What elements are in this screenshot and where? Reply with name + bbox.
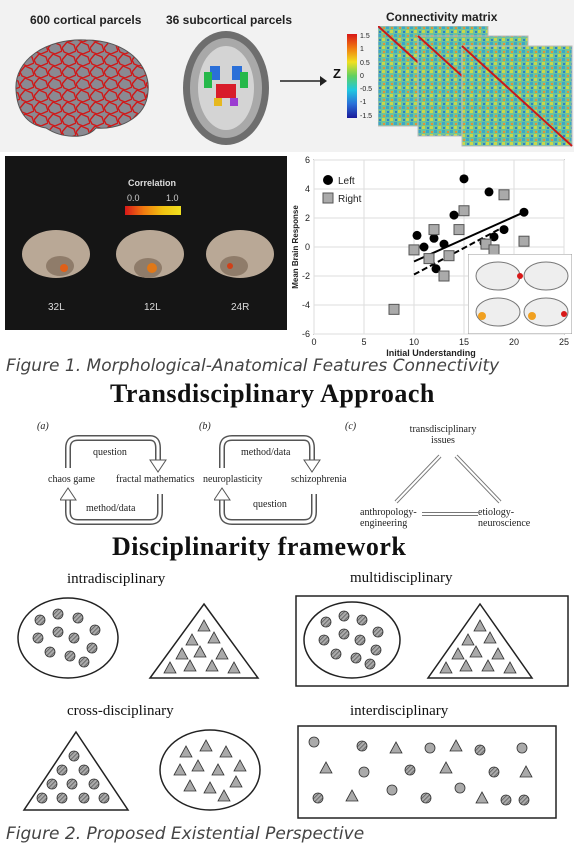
legend-right-marker [322,192,334,204]
y-axis-label: Mean Brain Response [291,205,300,289]
left-point [431,264,441,274]
y-tick-label: 2 [305,213,310,223]
brain-label-32l: 32L [48,302,65,313]
right-point [423,253,435,265]
y-tick-label: 4 [305,184,310,194]
x-tick-label: 10 [409,337,419,347]
left-point [499,225,509,235]
legend-left-marker [323,175,333,185]
right-point [480,238,492,250]
x-tick-label: 20 [509,337,519,347]
correlation-colorbar [125,206,181,215]
right-point [443,250,455,262]
x-tick-label: 0 [311,337,316,347]
approach-heading: Transdisciplinary Approach [110,379,435,408]
multi-title: multidisciplinary [350,570,453,586]
cycle-a-right: fractal mathematics [116,474,195,485]
arrow-right-icon [280,76,327,86]
subcortical-brain-image [183,31,269,145]
disciplinarity-diagram [17,595,569,819]
y-tick-label: 0 [305,242,310,252]
figure1-caption: Figure 1. Morphological-Anatomical Featu… [6,356,500,376]
left-point [484,187,494,197]
y-tick-label: -6 [302,329,310,339]
cycle-a-top: question [93,447,127,458]
legend-right-label: Right [338,194,362,205]
intra-title: intradisciplinary [67,571,166,587]
correlation-min: 0.0 [127,193,140,203]
legend-left-label: Left [338,176,355,187]
right-point [458,205,470,217]
correlation-max: 1.0 [166,193,179,203]
subcortical-label: 36 subcortical parcels [166,13,293,27]
triangle-c-top: transdisciplinary issues [409,424,477,446]
right-point [388,303,400,315]
y-tick-label: -4 [302,300,310,310]
brain-inset-image [468,254,572,334]
figure2-caption: Figure 2. Proposed Existential Perspecti… [6,824,365,844]
cycle-a-bottom: method/data [86,503,136,514]
y-tick-label: -2 [302,271,310,281]
cortical-brain-image [15,39,149,137]
left-point [449,210,459,220]
z-colorbar [347,34,357,118]
right-fit-line [413,225,505,276]
right-point [408,244,420,256]
x-tick-label: 5 [361,337,366,347]
x-tick-label: 15 [459,337,469,347]
x-axis-label: Initial Understanding [386,348,476,358]
left-point [439,239,449,249]
left-point [419,242,429,252]
framework-heading: Disciplinarity framework [112,532,407,561]
matrix-label: Connectivity matrix [386,10,498,24]
triangle-c-left: anthropology-engineering [360,507,417,529]
z-label: Z [333,66,341,81]
panel-a-tag: (a) [37,421,49,432]
panel-b-tag: (b) [199,421,211,432]
left-point [412,230,422,240]
cycle-b-bottom: question [253,499,287,510]
triangle-c-arrows [394,454,502,516]
connectivity-matrix-stack [378,26,573,147]
triangle-c-right: etiology-neuroscience [478,507,531,529]
cycle-b-top: method/data [241,447,291,458]
cycle-a-left: chaos game [48,474,95,485]
right-point [453,224,465,236]
inter-title: interdisciplinary [350,703,449,719]
left-point [429,233,439,243]
right-point [438,270,450,282]
left-point [459,174,469,184]
y-tick-label: 6 [305,155,310,165]
cortical-label: 600 cortical parcels [30,13,142,27]
brain-slices [22,230,274,278]
right-point [518,235,530,247]
right-point [498,189,510,201]
cycle-b-right: schizophrenia [291,474,347,485]
panel-c-tag: (c) [345,421,357,432]
cross-title: cross-disciplinary [67,703,174,719]
right-point [428,224,440,236]
brain-label-12l: 12L [144,302,161,313]
brain-label-24r: 24R [231,302,250,313]
cycle-a-arrows [60,435,167,525]
cycle-b-arrows [214,435,321,525]
x-tick-label: 25 [559,337,569,347]
cycle-b-left: neuroplasticity [203,474,263,485]
left-point [519,207,529,217]
correlation-title: Correlation [128,178,177,188]
left-point [489,232,499,242]
